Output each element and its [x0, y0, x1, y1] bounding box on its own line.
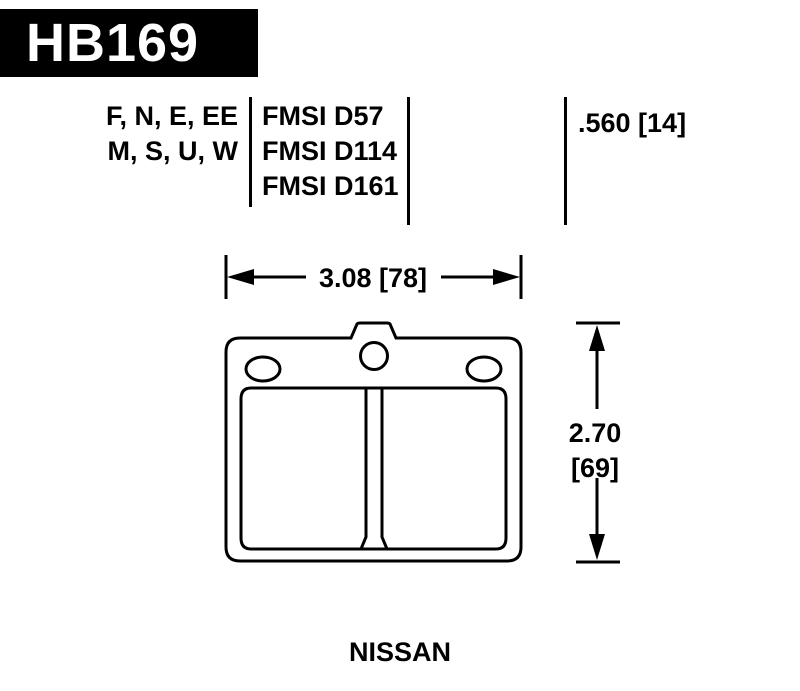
- fmsi-cell: FMSI D57 FMSI D114 FMSI D161: [262, 99, 399, 204]
- shape-codes-line1: F, N, E, EE: [105, 101, 238, 131]
- divider-line-3: [564, 97, 567, 225]
- left-mount-hole: [244, 355, 282, 383]
- center-slot-right-line: [380, 388, 389, 550]
- brand-name: NISSAN: [348, 637, 451, 667]
- pad-thickness-label: .560 [14]: [578, 108, 687, 138]
- height-arrowhead-up: [589, 325, 605, 351]
- shape-codes-line2: M, S, U, W: [107, 136, 239, 166]
- shape-codes-cell: F, N, E, EE M, S, U, W: [0, 99, 238, 169]
- height-label-inches: 2.70: [569, 418, 622, 448]
- width-dimension-label: 3.08 [78]: [319, 263, 427, 293]
- friction-surface-outline: [239, 386, 508, 551]
- divider-line-2: [407, 97, 410, 225]
- height-dimension: [576, 321, 620, 564]
- divider-line-1: [249, 97, 252, 207]
- center-slot-left-line: [359, 388, 368, 550]
- height-arrowhead-down: [589, 534, 605, 560]
- width-dimension: [224, 255, 523, 299]
- height-label-mm: [69]: [571, 453, 619, 483]
- right-mount-hole: [465, 355, 503, 383]
- width-arrowhead-left: [227, 269, 254, 285]
- fmsi-line3: FMSI D161: [262, 171, 399, 201]
- pad-outline-group: [224, 321, 523, 563]
- fmsi-line2: FMSI D114: [262, 136, 398, 166]
- part-number: HB169: [26, 13, 200, 73]
- part-number-banner: HB169: [0, 9, 258, 77]
- pad-outer-outline: [224, 321, 523, 563]
- fmsi-line1: FMSI D57: [262, 101, 384, 131]
- width-arrowhead-right: [493, 269, 520, 285]
- center-hole: [359, 341, 389, 371]
